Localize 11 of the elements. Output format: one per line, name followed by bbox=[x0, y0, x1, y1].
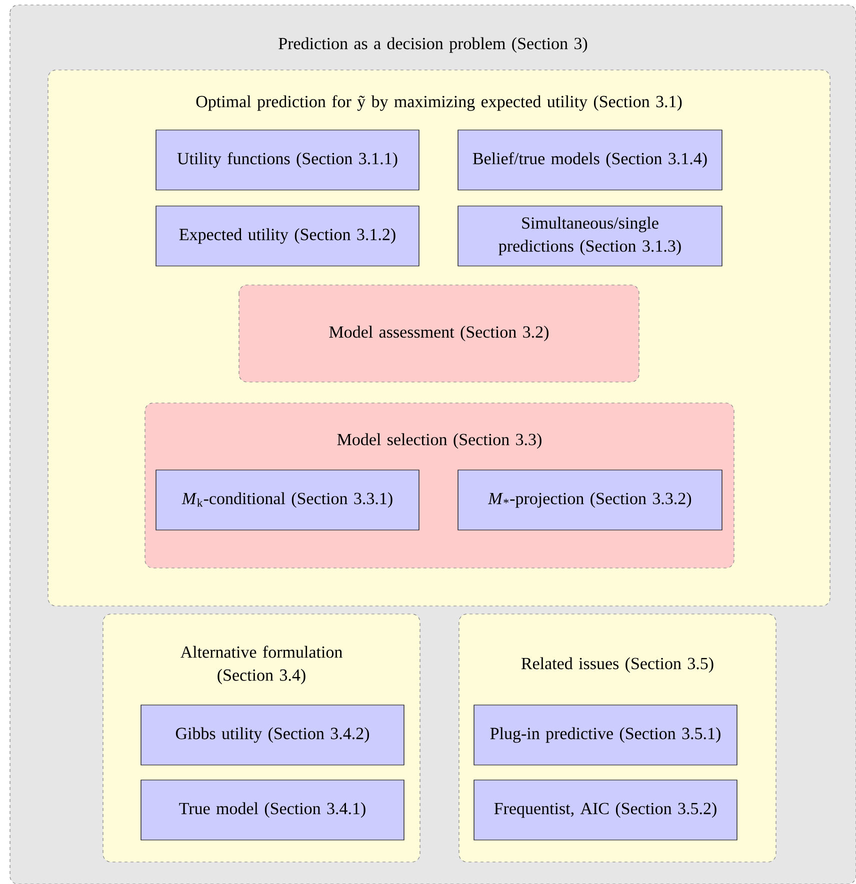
subsection-box: M$_{*}$-projection (Section 3.3.2) bbox=[458, 470, 722, 530]
subsection-box: Belief/true models (Section 3.1.4) bbox=[458, 130, 722, 190]
subsection-box: Frequentist, AIC (Section 3.5.2) bbox=[474, 780, 738, 840]
subsection-box: Utility functions (Section 3.1.1) bbox=[156, 130, 420, 190]
section-panel: Model assessment (Section 3.2) bbox=[238, 284, 640, 382]
subsection-box: Plug-in predictive (Section 3.5.1) bbox=[474, 704, 738, 766]
subsection-box: Expected utility (Section 3.1.2) bbox=[156, 206, 420, 266]
subsection-box: True model (Section 3.4.1) bbox=[140, 780, 404, 840]
subsection-box: M$_{k}$-conditional (Section 3.3.1) bbox=[156, 470, 420, 530]
subsection-box: Gibbs utility (Section 3.4.2) bbox=[140, 704, 404, 766]
subsection-box: Simultaneous/single predictions (Section 3.1.3) bbox=[458, 206, 722, 266]
